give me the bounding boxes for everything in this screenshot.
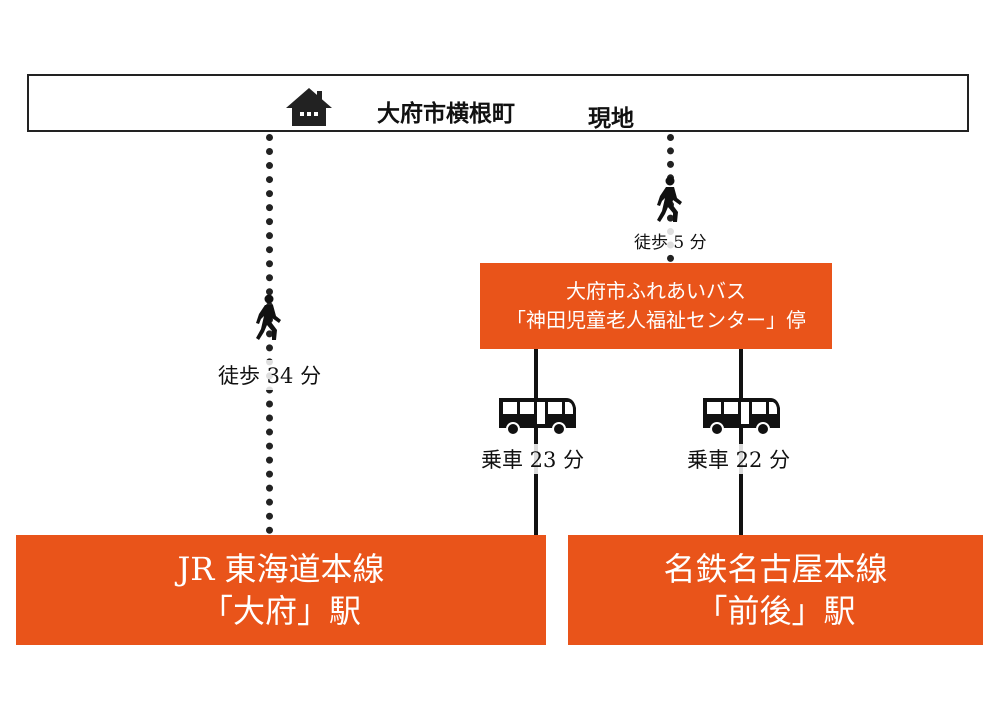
station-zengo-line: 名鉄名古屋本線: [663, 550, 888, 588]
walk-route-line: [266, 134, 273, 534]
walk-time-caption: 徒歩 34 分: [216, 360, 324, 390]
place-name: 大府市横根町: [377, 100, 515, 127]
site-label: 現地: [588, 105, 634, 132]
walking-person-icon: [657, 176, 682, 222]
walk-to-bus-caption: 徒歩 5 分: [632, 228, 709, 253]
station-zengo: 名鉄名古屋本線 「前後」駅: [568, 535, 983, 645]
station-obu: JR 東海道本線 「大府」駅: [16, 535, 546, 645]
bus-icon: [703, 398, 780, 436]
bus-ride-time-left: 乗車 23 分: [479, 444, 587, 474]
current-location-bar: [27, 74, 969, 132]
walking-person-icon: [256, 294, 281, 340]
bus-stop-line1: 大府市ふれあいバス: [566, 279, 746, 303]
bus-icon: [499, 398, 576, 436]
bus-route-line-left: [534, 349, 538, 536]
bus-stop-line2: 「神田児童老人福祉センター」停: [506, 308, 806, 332]
house-icon: [286, 88, 332, 126]
bus-route-line-right: [739, 349, 743, 536]
station-zengo-name: 「前後」駅: [695, 592, 856, 630]
bus-ride-time-right: 乗車 22 分: [685, 444, 793, 474]
station-obu-line: JR 東海道本線: [177, 550, 385, 588]
station-obu-name: 「大府」駅: [200, 592, 361, 630]
bus-stop-box: 大府市ふれあいバス 「神田児童老人福祉センター」停: [480, 263, 832, 349]
